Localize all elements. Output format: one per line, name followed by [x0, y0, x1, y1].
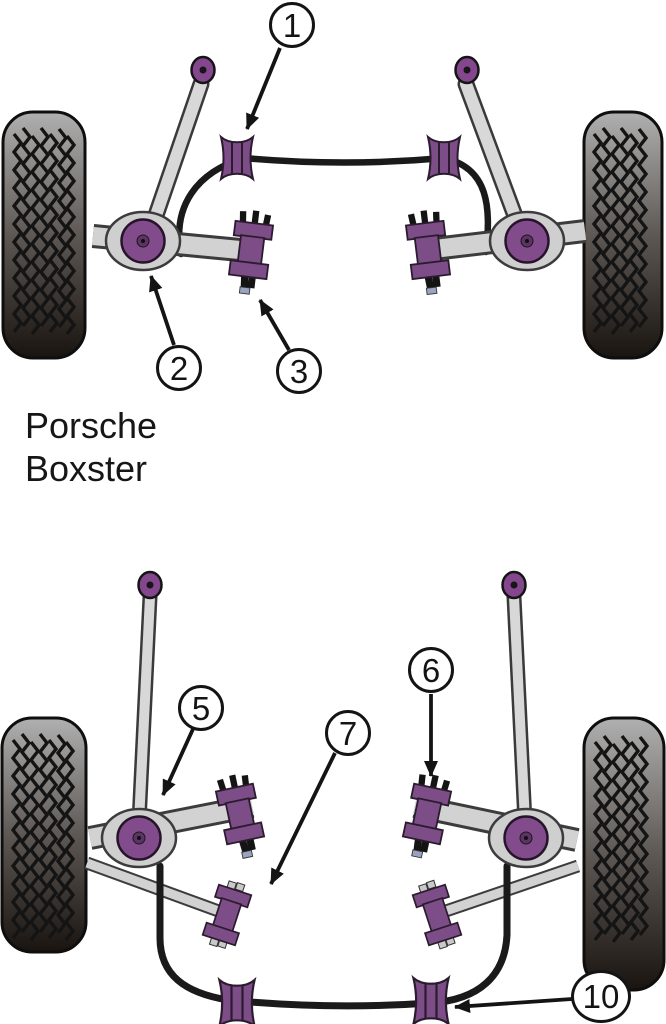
callout-3-label: 3 — [289, 352, 309, 390]
tire-rear-right — [582, 716, 666, 992]
tire-front-right — [582, 110, 664, 360]
front-wishbone-right — [432, 210, 587, 272]
rear-link-top-mount-right — [501, 570, 527, 600]
callout-10-badge: 10 — [571, 970, 631, 1023]
callout-10-arrow — [454, 997, 573, 1013]
callout-5-label: 5 — [191, 689, 211, 727]
front-arb-bush-right — [427, 136, 461, 180]
vehicle-title: Porsche Boxster — [25, 404, 157, 490]
front-suspension-diagram — [1, 55, 664, 360]
front-anti-roll-bar — [176, 154, 492, 258]
rear-arb-bush-left — [218, 978, 256, 1024]
front-drop-link-right — [454, 55, 527, 233]
callout-7-badge: 7 — [325, 710, 371, 756]
rear-toe-link-bush-left — [199, 876, 255, 953]
callout-10-label: 10 — [582, 978, 620, 1015]
front-drop-link-left — [144, 55, 216, 233]
callout-arrows — [149, 47, 573, 1013]
callout-2-label: 2 — [169, 349, 189, 387]
callout-1-label: 1 — [282, 6, 302, 44]
callout-1-arrow — [245, 47, 282, 130]
callout-5-arrow — [161, 728, 195, 796]
tire-rear-left — [0, 716, 88, 954]
front-arb-bush-left — [220, 136, 254, 180]
callout-7-arrow — [269, 752, 337, 885]
tire-front-left — [1, 110, 87, 360]
rear-toe-link-left — [84, 856, 227, 920]
callout-3-badge: 3 — [276, 348, 322, 394]
rear-anti-roll-bar — [156, 862, 511, 1010]
callout-5-badge: 5 — [178, 685, 224, 731]
callout-2-arrow — [149, 275, 176, 346]
callout-6-label: 6 — [421, 651, 441, 689]
rear-drop-link-left — [131, 570, 163, 830]
vehicle-title-line2: Boxster — [25, 448, 148, 489]
rear-suspension-diagram — [0, 570, 666, 1024]
rear-hub-bush-right — [487, 807, 565, 869]
rear-drop-link-right — [501, 570, 533, 830]
vehicle-title-line1: Porsche — [25, 405, 158, 446]
callout-6-badge: 6 — [408, 647, 454, 693]
front-link-top-mount-left — [190, 55, 216, 85]
rear-link-top-mount-left — [137, 570, 163, 600]
front-wishbone-front-bush-left — [104, 210, 182, 272]
rear-wishbone-right — [412, 794, 580, 869]
rear-wishbone-left — [87, 794, 255, 869]
callout-3-arrow — [258, 299, 291, 351]
front-link-top-mount-right — [454, 55, 480, 85]
rear-arb-bush-right — [412, 976, 450, 1024]
callout-1-badge: 1 — [269, 2, 315, 48]
front-wishbone-front-bush-right — [488, 210, 566, 272]
rear-hub-bush-left — [100, 807, 178, 869]
callout-7-label: 7 — [338, 714, 358, 752]
callout-2-badge: 2 — [156, 345, 202, 391]
front-wishbone-left — [91, 210, 242, 272]
